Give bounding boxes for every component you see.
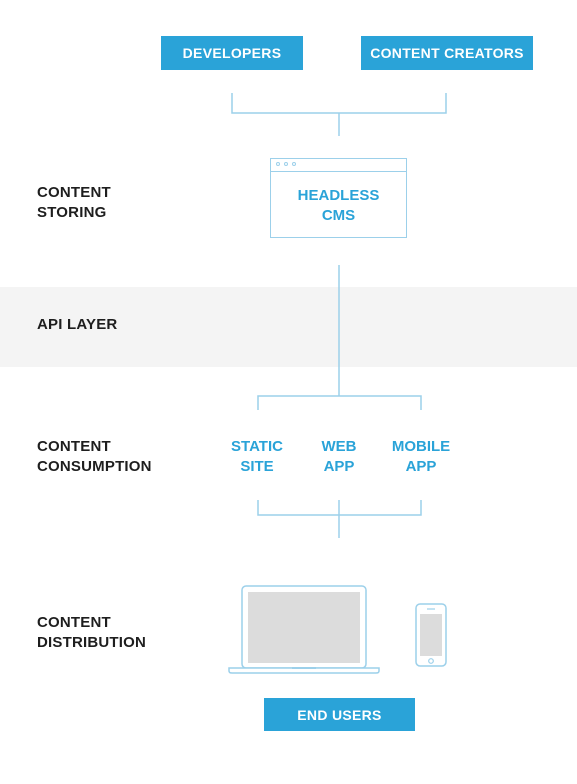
window-dot-icon — [276, 162, 280, 166]
window-dot-icon — [284, 162, 288, 166]
developers-tag: DEVELOPERS — [161, 36, 303, 70]
window-title-bar — [271, 159, 406, 172]
phone-icon — [415, 603, 447, 667]
stage-api-layer: API LAYER — [37, 316, 118, 333]
api-layer-band — [0, 287, 577, 367]
headless-cms-label: HEADLESS CMS — [297, 187, 380, 224]
headless-cms-window: HEADLESS CMS — [270, 158, 407, 238]
laptop-icon — [228, 585, 380, 674]
stage-content-consumption: CONTENT CONSUMPTION — [37, 438, 152, 475]
apps-fork-bracket — [257, 395, 422, 410]
consumer-web-app: WEB APP — [321, 438, 357, 475]
stage-content-storing: CONTENT STORING — [37, 184, 111, 221]
consumer-mobile-app: MOBILE APP — [391, 438, 451, 475]
window-dot-icon — [292, 162, 296, 166]
end-users-tag: END USERS — [264, 698, 415, 731]
content-creators-tag: CONTENT CREATORS — [361, 36, 533, 70]
stage-content-distribution: CONTENT DISTRIBUTION — [37, 614, 147, 651]
consumer-static-site: STATIC SITE — [231, 438, 283, 475]
